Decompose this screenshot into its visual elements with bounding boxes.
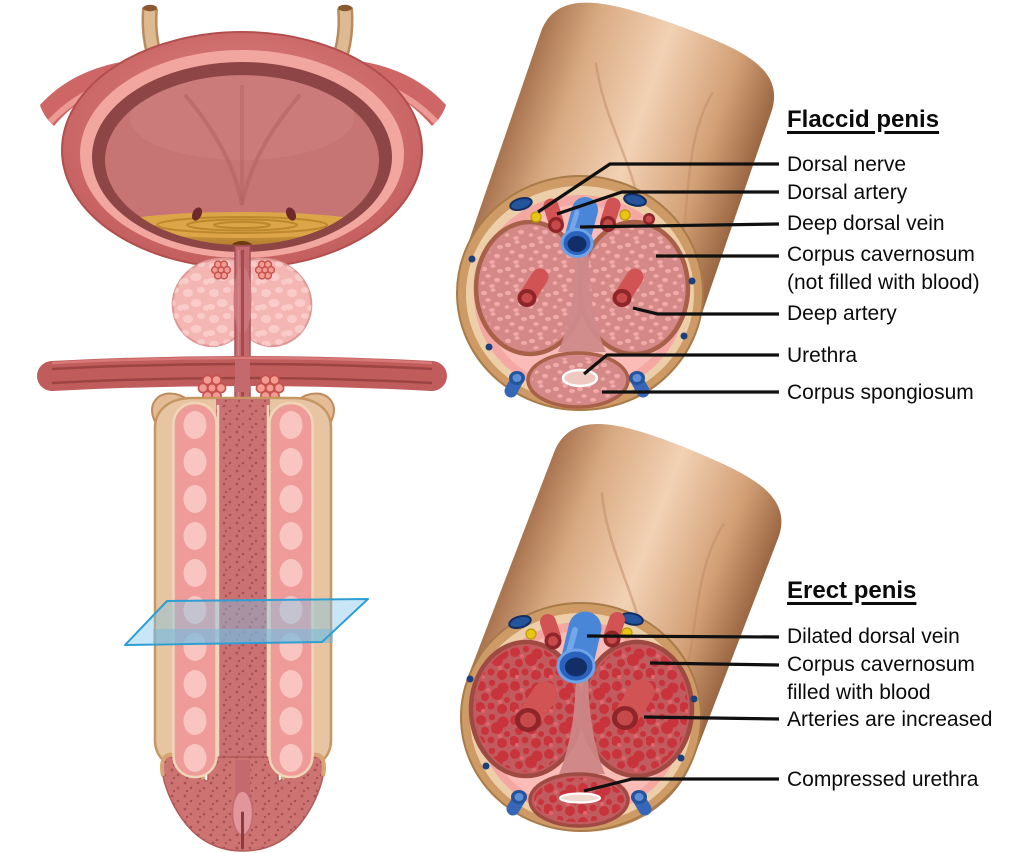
label-arteries-increased: Arteries are increased xyxy=(787,708,993,731)
urethra-opening xyxy=(561,368,599,388)
label-corpus-spongiosum: Corpus spongiosum xyxy=(787,381,974,404)
leader-lines xyxy=(537,162,780,793)
septum xyxy=(559,648,605,774)
urethra-through-muscle xyxy=(235,360,250,392)
leader-line-dilated-dorsal-vein xyxy=(586,634,780,639)
dorsal-nerves xyxy=(530,209,631,223)
leader-line-deep-dorsal-vein xyxy=(579,222,780,229)
label-corpus-cavernosum: Corpus cavernosum(not filled with blood) xyxy=(787,243,980,294)
label-dorsal-nerve: Dorsal nerve xyxy=(787,153,907,176)
label-urethra: Urethra xyxy=(787,344,858,367)
leader-line-dorsal-artery xyxy=(556,190,779,216)
corpus-spongiosum-filled xyxy=(528,772,630,828)
bladder xyxy=(61,31,423,269)
compressed-urethra-opening xyxy=(558,792,602,804)
label-dilated-dorsal-vein: Dilated dorsal vein xyxy=(787,625,960,648)
longitudinal-section-illustration xyxy=(37,4,447,852)
dorsal-arteries xyxy=(540,612,625,650)
cross-section-plane xyxy=(124,598,369,646)
label-dorsal-artery: Dorsal artery xyxy=(787,181,908,204)
dilated-dorsal-vein xyxy=(556,611,602,684)
corpus-cavernosum-bands xyxy=(172,401,314,779)
flaccid-section-heading: Flaccid penis xyxy=(787,106,940,133)
distal-urethra xyxy=(231,760,254,850)
superficial-veins xyxy=(466,612,698,816)
deep-dorsal-vein xyxy=(560,197,598,258)
deep-arteries-enlarged xyxy=(515,679,655,732)
leader-line-corpus-cavernosum-filled xyxy=(649,661,780,667)
flaccid-cross-section-illustration xyxy=(456,2,775,411)
ureteric-orifices xyxy=(191,207,297,221)
leader-line-arteries-increased xyxy=(643,715,780,721)
flaccid-face xyxy=(456,175,704,411)
leader-line-urethra xyxy=(582,353,779,376)
septum xyxy=(558,226,606,352)
deep-arteries xyxy=(517,268,644,307)
erect-face xyxy=(460,602,702,832)
leader-line-deep-artery xyxy=(632,306,779,316)
leader-line-dorsal-nerve xyxy=(537,162,779,214)
label-deep-artery: Deep artery xyxy=(787,302,897,325)
pelvic-floor-muscle xyxy=(37,356,447,392)
corpus-spongiosum xyxy=(526,351,630,409)
label-deep-dorsal-vein: Deep dorsal vein xyxy=(787,212,945,235)
leader-line-compressed-urethra xyxy=(583,777,779,793)
internal-sphincter xyxy=(210,260,276,280)
erect-section-heading: Erect penis xyxy=(787,577,917,604)
superficial-veins xyxy=(468,193,696,398)
label-compressed-urethra: Compressed urethra xyxy=(787,768,979,791)
erect-cross-section-illustration xyxy=(460,424,782,832)
